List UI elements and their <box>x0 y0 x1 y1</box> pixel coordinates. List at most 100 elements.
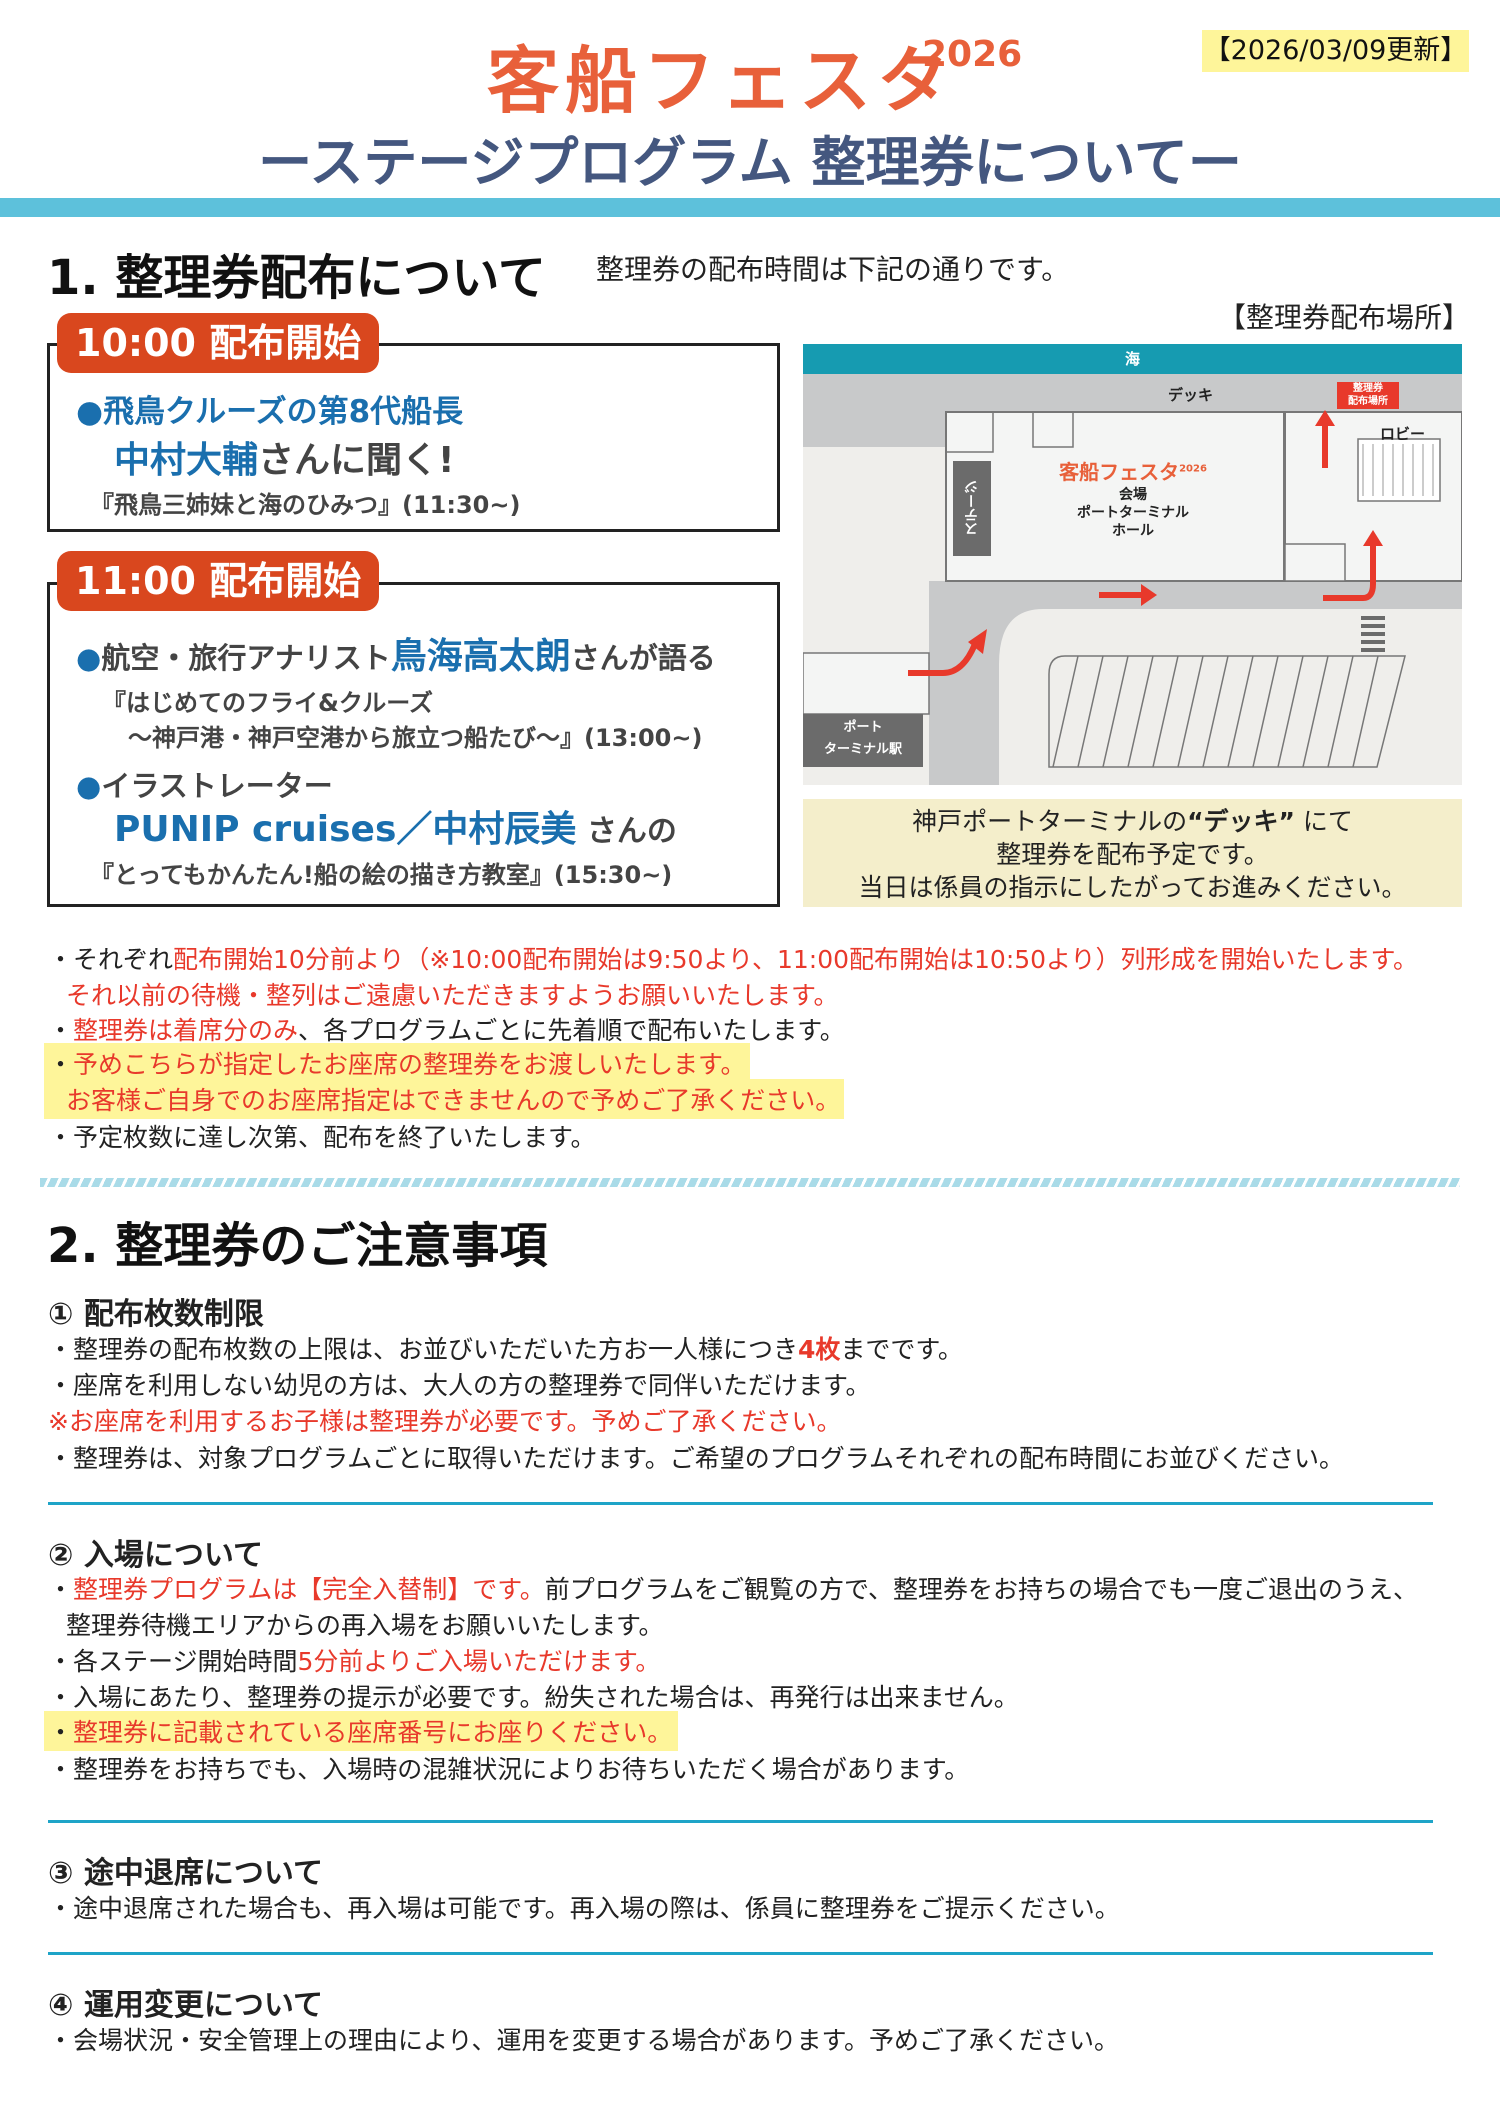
station-building <box>803 652 930 715</box>
festival-logo-year: 2026 <box>922 34 1023 75</box>
section1-intro: 整理券の配布時間は下記の通りです。 <box>596 253 1070 286</box>
notice-text: ・ <box>48 1575 74 1604</box>
station-label-block <box>803 714 923 767</box>
updated-date-badge: 【2026/03/09更新】 <box>1202 30 1469 72</box>
bullet-dot-icon: ● <box>76 641 102 675</box>
festival-logo: 客船フェスタ <box>487 39 956 123</box>
note-line-highlighted: お客様ご自身でのお座席指定はできませんので予めご了承ください。 <box>44 1079 845 1119</box>
road <box>929 565 1462 785</box>
caption-deck-emphasis: “デッキ” <box>1187 807 1295 836</box>
caption-text: 神戸ポートターミナルの <box>912 807 1188 836</box>
notice-line: ・整理券の配布枚数の上限は、お並びいただいた方お一人様につき4枚までです。 <box>48 1330 963 1366</box>
lobby-room <box>1284 543 1346 582</box>
notice-text: 前プログラムをご観覧の方で、整理券をお持ちの場合でも一度ご退出のうえ、 <box>544 1575 1419 1604</box>
notice-line: ・座席を利用しない幼児の方は、大人の方の整理券で同伴いただけます。 <box>48 1371 871 1400</box>
note-line: それ以前の待機・整列はご遠慮いただきますようお願いいたします。 <box>66 981 839 1010</box>
map-caption: 神戸ポートターミナルの“デッキ” にて 整理券を配布予定です。 当日は係員の指示… <box>803 799 1462 907</box>
notice-line: 整理券待機エリアからの再入場をお願いいたします。 <box>66 1611 664 1640</box>
caption-line2: 整理券を配布予定です。 <box>996 840 1269 869</box>
speaker-role: イラストレーター <box>101 769 333 803</box>
note-text: ・ <box>48 1016 74 1045</box>
note-line: ・それぞれ配布開始10分前より（※10:00配布開始は9:50より、11:00配… <box>48 940 1418 976</box>
program-title-line: ～神戸港・神戸空港から旅立つ船たび～』(13:00~) <box>128 718 702 753</box>
program-title: 『飛鳥三姉妹と海のひみつ』 <box>90 491 402 519</box>
bullet-dot-icon: ● <box>76 769 102 803</box>
station-label: ポート ターミナル駅 <box>803 717 923 761</box>
program-speaker-line: 中村大輔さんに聞く! <box>114 431 454 483</box>
program-host: 飛鳥クルーズの第8代船長 <box>103 394 464 430</box>
station-label-line1: ポート <box>843 720 883 735</box>
notice-line: ※お座席を利用するお子様は整理券が必要です。予めご了承ください。 <box>48 1407 842 1436</box>
note-line-highlighted: ・予めこちらが指定したお座席の整理券をお渡しいたします。 <box>44 1043 750 1083</box>
slot-1100-box: ●航空・旅行アナリスト鳥海高太朗さんが語る 『はじめてのフライ&クルーズ ～神戸… <box>47 582 780 907</box>
notice-heading: ④ 運用変更について <box>48 1988 323 2023</box>
note-text: ・それぞれ <box>48 945 174 974</box>
program-title-line: 『飛鳥三姉妹と海のひみつ』(11:30~) <box>90 485 520 520</box>
speaker-name: 中村大輔 <box>114 440 259 481</box>
divider <box>48 1502 1433 1505</box>
lobby-label: ロビー <box>1380 425 1426 443</box>
divider <box>48 1952 1433 1955</box>
notice-red-text: 整理券プログラムは【完全入替制】です。 <box>73 1575 545 1604</box>
stage-block <box>953 461 991 556</box>
notice-text: ・整理券の配布枚数の上限は、お並びいただいた方お一人様につき <box>48 1335 799 1364</box>
notice-line: ・各ステージ開始時間5分前よりご入場いただけます。 <box>48 1642 660 1678</box>
program-host-line: ●飛鳥クルーズの第8代船長 <box>76 386 463 431</box>
route-arrows <box>908 424 1376 676</box>
slot-1000-box: ●飛鳥クルーズの第8代船長 中村大輔さんに聞く! 『飛鳥三姉妹と海のひみつ』(1… <box>47 343 780 532</box>
notice-line: ・整理券をお持ちでも、入場時の混雑状況によりお待ちいただく場合があります。 <box>48 1755 970 1784</box>
program-title: 『とってもかんたん!船の絵の描き方教室』 <box>90 861 554 889</box>
divider <box>48 1820 1433 1823</box>
note-red-text: 整理券は着席分のみ <box>73 1016 299 1045</box>
venue-label-line3: ホール <box>1112 523 1154 539</box>
slot-1100-tag: 11:00 配布開始 <box>57 551 380 611</box>
distribution-point-label-line2: 配布場所 <box>1348 396 1388 407</box>
note-red-text: 予めこちらが指定したお座席の整理券をお渡しいたします。 <box>73 1050 746 1079</box>
notice-line: ・整理券プログラムは【完全入替制】です。前プログラムをご観覧の方で、整理券をお持… <box>48 1570 1418 1606</box>
hall-room <box>1032 411 1074 448</box>
note-line: ・予定枚数に達し次第、配布を終了いたします。 <box>48 1123 596 1152</box>
notice-text: ・ <box>48 1718 74 1747</box>
sea-label: 海 <box>1124 350 1140 368</box>
program-line: ●イラストレーター <box>76 763 333 805</box>
distribution-place-label: 【整理券配布場所】 <box>1218 301 1471 334</box>
speaker-suffix: さんが語る <box>570 641 716 675</box>
notice-line: ・入場にあたり、整理券の提示が必要です。紛失された場合は、再発行は出来ません。 <box>48 1683 1019 1712</box>
parking-lot <box>1048 655 1406 768</box>
caption-line3: 当日は係員の指示にしたがってお進みください。 <box>858 873 1407 902</box>
program-line: ●航空・旅行アナリスト鳥海高太朗さんが語る <box>76 627 716 679</box>
notice-red-text: 整理券に記載されている座席番号にお座りください。 <box>73 1718 673 1747</box>
venue-label-line1: 会場 <box>1119 487 1147 503</box>
arrow-head-icon <box>1363 530 1383 546</box>
arrow-head-icon <box>968 629 987 654</box>
arrow-head-icon <box>1141 584 1157 606</box>
venue-map-drawing <box>803 344 1462 785</box>
venue-label-line2: ポートターミナル <box>1077 505 1189 521</box>
program-title-line: 『とってもかんたん!船の絵の描き方教室』(15:30~) <box>90 855 672 890</box>
page-title: ーステージプログラム 整理券についてー <box>258 131 1242 194</box>
program-time: (15:30~) <box>553 861 673 889</box>
notice-line: ・途中退席された場合も、再入場は可能です。再入場の際は、係員に整理券をご提示くだ… <box>48 1894 1120 1923</box>
station-label-line2: ターミナル駅 <box>823 742 902 757</box>
crosswalk <box>1361 616 1385 652</box>
distribution-point-label: 整理券配布場所 <box>1337 382 1399 408</box>
distribution-point-marker <box>1337 382 1399 409</box>
notice-red-text: 5分前よりご入場いただけます。 <box>297 1647 661 1676</box>
map-logo: 客船フェスタ2026 <box>1033 456 1233 485</box>
sea-band <box>803 344 1462 374</box>
program-subtitle: ～神戸港・神戸空港から旅立つ船たび～』 <box>128 724 584 752</box>
deck-label: デッキ <box>1168 386 1214 404</box>
bullet-dot-icon: ● <box>76 394 104 430</box>
map-logo-text: 客船フェスタ <box>1059 460 1180 484</box>
section-divider-stripe <box>40 1178 1460 1187</box>
notice-line: ・整理券は、対象プログラムごとに取得いただけます。ご希望のプログラムそれぞれの配… <box>48 1444 1345 1473</box>
note-line: ・整理券は着席分のみ、各プログラムごとに先着順で配布いたします。 <box>48 1011 845 1047</box>
program-time: (13:00~) <box>584 724 703 752</box>
speaker-role: 航空・旅行アナリスト <box>101 641 391 675</box>
note-red-text: 配布開始10分前より（※10:00配布開始は9:50より、11:00配布開始は1… <box>173 945 1419 974</box>
distribution-point-label-line1: 整理券 <box>1353 383 1383 394</box>
program-title: 『はじめてのフライ&クルーズ <box>102 689 434 717</box>
hall-building <box>945 411 1285 582</box>
notice-heading: ① 配布枚数制限 <box>48 1297 264 1332</box>
notice-heading: ② 入場について <box>48 1538 263 1573</box>
